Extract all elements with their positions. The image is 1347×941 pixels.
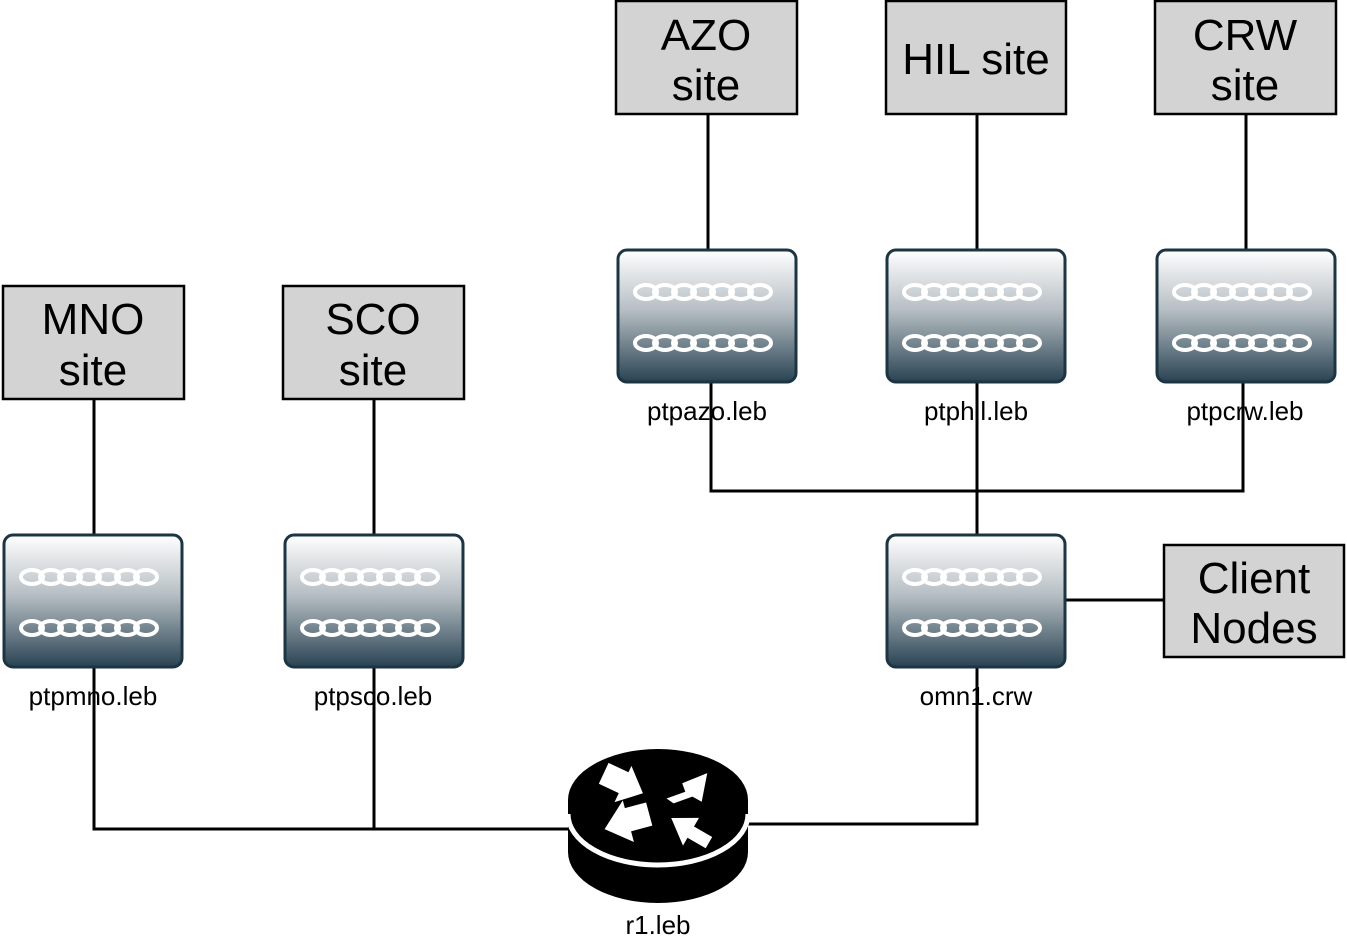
switch-omn1: omn1.crw	[887, 535, 1065, 711]
switch-ptpmno-label: ptpmno.leb	[29, 681, 158, 711]
site-box-crw: CRW site	[1153, 0, 1338, 116]
site-hil-line1: HIL site	[902, 35, 1050, 84]
site-azo-line1: AZO	[661, 11, 751, 60]
site-box-sco: SCO site	[281, 284, 466, 401]
switch-ptpsco-label: ptpsco.leb	[314, 681, 433, 711]
switch-icon	[285, 535, 463, 667]
wire-router-omn1	[745, 667, 979, 826]
site-box-hil: HIL site	[884, 0, 1068, 116]
switch-ptpazo: ptpazo.leb	[618, 250, 796, 426]
switch-ptphil: ptphil.leb	[887, 250, 1065, 426]
switch-ptpmno: ptpmno.leb	[4, 535, 182, 711]
connections	[92, 114, 1248, 831]
site-crw-line2: site	[1211, 61, 1279, 110]
client-nodes-line1: Client	[1198, 554, 1311, 603]
site-box-mno: MNO site	[1, 284, 186, 401]
switch-ptpcrw: ptpcrw.leb	[1157, 250, 1335, 426]
site-box-azo: AZO site	[614, 0, 799, 116]
site-crw-line1: CRW	[1193, 11, 1298, 60]
site-sco-line2: site	[339, 346, 407, 395]
site-box-client-nodes: Client Nodes	[1162, 543, 1346, 659]
site-mno-line1: MNO	[42, 295, 145, 344]
router-r1-label: r1.leb	[625, 910, 690, 940]
switch-ptpazo-label: ptpazo.leb	[647, 396, 767, 426]
switch-icon	[887, 250, 1065, 382]
switch-ptphil-label: ptphil.leb	[924, 396, 1028, 426]
wire-mno-router	[92, 667, 570, 831]
client-nodes-line2: Nodes	[1190, 604, 1317, 653]
switch-icon	[887, 535, 1065, 667]
switch-icon	[4, 535, 182, 667]
router-icon	[565, 749, 751, 903]
switch-omn1-label: omn1.crw	[920, 681, 1033, 711]
site-mno-line2: site	[59, 346, 127, 395]
switch-ptpsco: ptpsco.leb	[285, 535, 463, 711]
switch-ptpcrw-label: ptpcrw.leb	[1186, 396, 1303, 426]
switch-icon	[618, 250, 796, 382]
router-r1: r1.leb	[565, 749, 751, 940]
site-sco-line1: SCO	[325, 295, 420, 344]
switch-icon	[1157, 250, 1335, 382]
site-azo-line2: site	[672, 61, 740, 110]
